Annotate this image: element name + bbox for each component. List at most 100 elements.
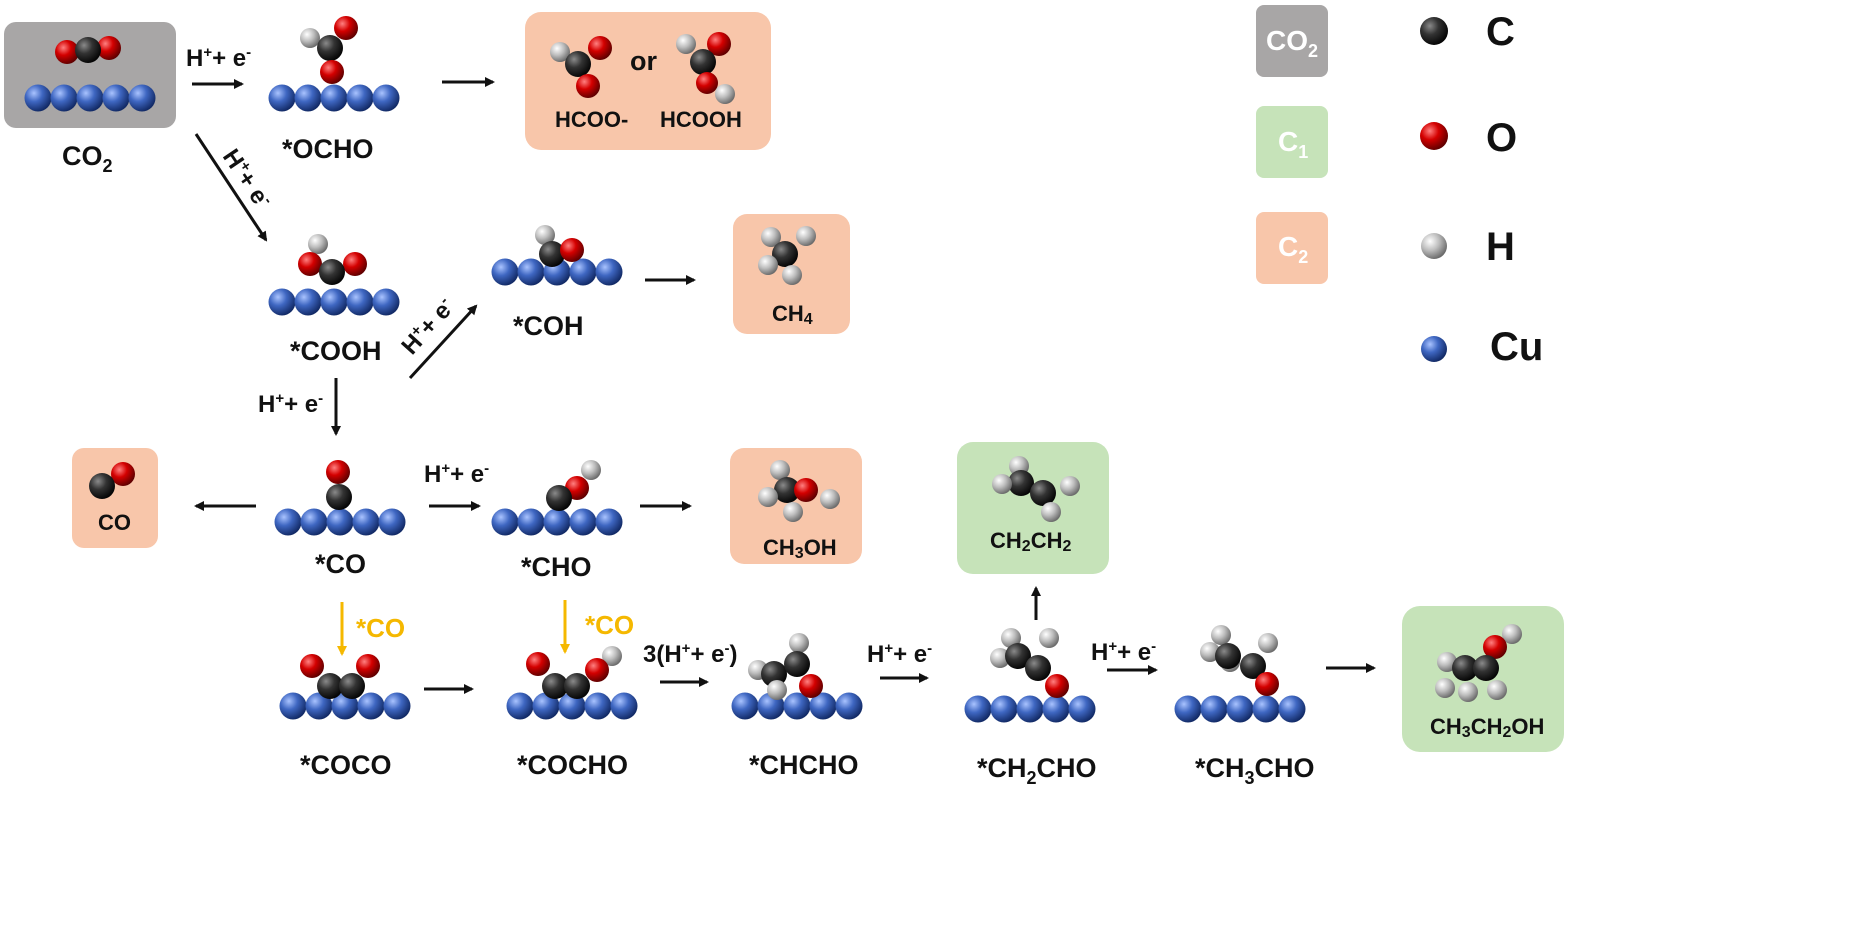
rx-label-cooh-coh: H++ e-	[396, 293, 460, 360]
copper-atom	[326, 508, 354, 536]
oxygen-atom	[326, 460, 350, 484]
hydrogen-atom	[1211, 625, 1231, 645]
copper-atom	[517, 508, 545, 536]
copper-atom	[279, 692, 307, 720]
legend-co2-text: CO2	[1266, 25, 1318, 61]
rx-label-co-cho: H++ e-	[424, 460, 489, 488]
copper-atom	[372, 288, 400, 316]
arrow-co2-to-cooh	[194, 133, 268, 242]
oxygen-atom	[334, 16, 358, 40]
copper-atom	[372, 84, 400, 112]
carbon-atom	[539, 241, 565, 267]
copper-atom	[809, 692, 837, 720]
hydrogen-atom	[1001, 628, 1021, 648]
oxygen-atom	[320, 60, 344, 84]
carbon-atom	[1240, 653, 1266, 679]
label-co2: CO2	[62, 141, 113, 176]
hydrogen-atom	[758, 255, 778, 275]
label-ch4: CH4	[772, 301, 813, 328]
copper-atom	[102, 84, 130, 112]
hydrogen-atom	[782, 265, 802, 285]
carbon-atom	[565, 51, 591, 77]
carbon-atom	[1473, 655, 1499, 681]
copper-atom	[1042, 695, 1070, 723]
product-box-ch2ch2	[957, 442, 1109, 574]
hydrogen-atom	[1502, 624, 1522, 644]
copper-atom	[990, 695, 1018, 723]
copper-atom	[595, 258, 623, 286]
label-ch3cho: *CH3CHO	[1195, 753, 1315, 788]
carbon-atom	[339, 673, 365, 699]
rx-label-cocho-chcho: 3(H++ e-)	[643, 640, 737, 668]
copper-atom	[50, 84, 78, 112]
hydrogen-atom	[550, 42, 570, 62]
copper-atom	[558, 692, 586, 720]
copper-atom	[1068, 695, 1096, 723]
copper-atom	[1174, 695, 1202, 723]
copper-atom	[357, 692, 385, 720]
copper-atom	[378, 508, 406, 536]
copper-atom	[352, 508, 380, 536]
label-coco: *COCO	[300, 750, 392, 780]
copper-surfaces	[24, 84, 1306, 723]
hydrogen-atom	[300, 28, 320, 48]
oxygen-atom	[97, 36, 121, 60]
copper-atom	[268, 84, 296, 112]
hydrogen-atom	[1039, 628, 1059, 648]
copper-atom	[835, 692, 863, 720]
copper-atom	[543, 508, 571, 536]
legend-c1-box	[1256, 106, 1328, 178]
label-cooh: *COOH	[290, 336, 382, 366]
label-ch3oh: CH3OH	[763, 535, 837, 562]
copper-atom	[383, 692, 411, 720]
hydrogen-atom	[1437, 652, 1457, 672]
copper-atom	[1016, 695, 1044, 723]
carbon-atom	[326, 484, 352, 510]
carbon-atom	[75, 37, 101, 63]
carbon-atom	[1215, 643, 1241, 669]
hydrogen-atom	[602, 646, 622, 666]
oxygen-atom	[560, 238, 584, 262]
copper-atom	[1278, 695, 1306, 723]
hydrogen-atom	[1258, 633, 1278, 653]
carbon-atom	[89, 473, 115, 499]
copper-atom	[274, 508, 302, 536]
hydrogen-atom	[820, 489, 840, 509]
copper-atom	[783, 692, 811, 720]
legend-h-label: H	[1486, 225, 1515, 269]
copper-atom	[595, 508, 623, 536]
oxygen-atom	[526, 652, 550, 676]
copper-atom	[964, 695, 992, 723]
rx-label-chcho-ch2cho: H++ e-	[867, 640, 932, 668]
hydrogen-atom	[783, 502, 803, 522]
label-ch2ch2: CH2CH2	[990, 528, 1071, 555]
arrow-cooh-to-coh	[408, 304, 478, 380]
hydrogen-atom	[796, 226, 816, 246]
legend-c1-text: C1	[1278, 126, 1308, 162]
copper-atom	[506, 692, 534, 720]
hydrogen-atom	[992, 474, 1012, 494]
legend-co2-box	[1256, 5, 1328, 77]
label-hcoo: HCOO-	[555, 107, 628, 132]
oxygen-atom	[588, 36, 612, 60]
hydrogen-atom	[990, 648, 1010, 668]
carbon-atom	[690, 49, 716, 75]
hydrogen-atom	[1041, 502, 1061, 522]
hydrogen-atom	[1435, 678, 1455, 698]
oxygen-atom	[55, 40, 79, 64]
hydrogen-atom	[1200, 642, 1220, 662]
copper-atom	[128, 84, 156, 112]
hydrogen-atom	[581, 460, 601, 480]
oxygen-atom	[794, 478, 818, 502]
copper-atom	[346, 288, 374, 316]
hydrogen-atom	[308, 234, 328, 254]
carbon-atom	[761, 661, 787, 687]
carbon-atom	[1008, 470, 1034, 496]
copper-atom	[320, 288, 348, 316]
copper-atom	[268, 288, 296, 316]
label-hcooh: HCOOH	[660, 107, 742, 132]
oxygen-atom	[576, 74, 600, 98]
oxygen-atom	[1255, 672, 1279, 696]
copper-atom	[532, 692, 560, 720]
